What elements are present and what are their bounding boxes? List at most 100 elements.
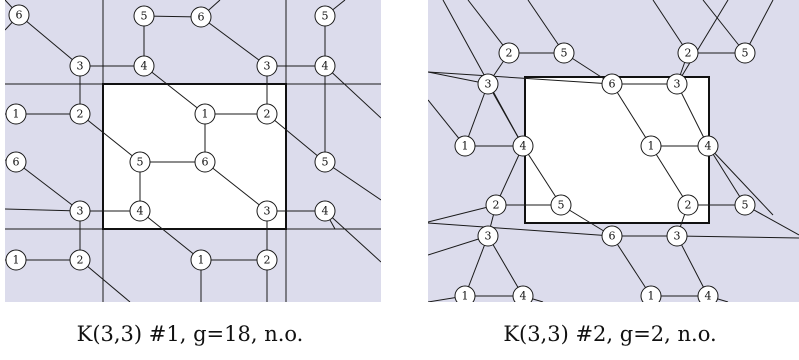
node-label: 3 (485, 230, 492, 243)
caption-left: K(3,3) #1, g=18, n.o. (76, 322, 304, 346)
graph-node: 2 (498, 42, 520, 64)
caption-right: K(3,3) #2, g=2, n.o. (503, 322, 717, 346)
graph-node: 3 (69, 55, 91, 77)
node-label: 2 (493, 199, 500, 212)
node-label: 1 (202, 108, 209, 121)
graph-edge-wrap (324, 210, 381, 263)
graph-node: 6 (190, 6, 212, 28)
graph-node: 2 (677, 42, 699, 64)
node-label: 5 (137, 156, 144, 169)
node-label: 2 (506, 47, 513, 60)
graph-node: 6 (5, 151, 27, 173)
graph-node: 3 (477, 225, 499, 247)
node-label: 1 (13, 254, 20, 267)
graph-node: 4 (314, 200, 336, 222)
graph-node: 3 (69, 200, 91, 222)
node-label: 2 (685, 47, 692, 60)
graph-edge-wrap (324, 65, 381, 119)
graph-nodes: 2 5 2 5 3 6 3 1 4 1 4 2 5 2 5 3 6 3 1 4 1 4 (454, 42, 756, 303)
graph-node: 1 (454, 135, 476, 157)
node-label: 2 (264, 254, 271, 267)
graph-node: 4 (129, 200, 151, 222)
graph-node: 5 (133, 5, 155, 27)
node-label: 4 (322, 205, 329, 218)
graph-edge-wrap (527, 0, 565, 54)
graph-edge (18, 14, 81, 67)
node-label: 6 (609, 230, 616, 243)
graph-edge-wrap (702, 0, 746, 54)
graph-edge-wrap (324, 161, 381, 201)
graph-node: 5 (129, 151, 151, 173)
node-label: 2 (77, 108, 84, 121)
node-label: 5 (742, 47, 749, 60)
graph-edge (79, 113, 141, 163)
graph-edge-wrap (428, 71, 613, 85)
graph-node: 3 (666, 73, 688, 95)
graph-node: 5 (734, 42, 756, 64)
k33-embedding-2: 2 5 2 5 3 6 3 1 4 1 4 2 5 2 5 3 6 3 1 4 1 4 (428, 0, 799, 302)
node-label: 4 (520, 140, 527, 153)
graph-edge (139, 210, 202, 261)
node-label: 3 (264, 205, 271, 218)
graph-edge-wrap (652, 0, 689, 54)
graph-node: 1 (640, 135, 662, 157)
graph-node: 3 (666, 225, 688, 247)
graph-node: 1 (640, 285, 662, 302)
graph-edge-wrap (442, 0, 524, 147)
graph-node: 1 (5, 103, 27, 125)
graph-node: 1 (454, 285, 476, 303)
graph-edge (707, 145, 746, 206)
graph-edge (611, 235, 652, 297)
graph-edge (204, 161, 268, 212)
node-label: 5 (742, 199, 749, 212)
graph-node: 5 (550, 194, 572, 216)
graph-node: 3 (477, 73, 499, 95)
graph-node: 6 (601, 225, 623, 247)
graph-node: 2 (69, 249, 91, 271)
diagram-panel-right: 2 5 2 5 3 6 3 1 4 1 4 2 5 2 5 3 6 3 1 4 1 4 (428, 0, 799, 302)
node-label: 4 (137, 205, 144, 218)
graph-node: 5 (553, 42, 575, 64)
node-label: 5 (558, 199, 565, 212)
node-label: 3 (674, 230, 681, 243)
graph-edge (487, 235, 524, 297)
graph-node: 2 (677, 194, 699, 216)
graph-edge-wrap (676, 235, 799, 239)
node-label: 4 (705, 290, 712, 303)
graph-edge (650, 145, 689, 206)
graph-node: 2 (485, 194, 507, 216)
graph-edge-wrap (428, 222, 613, 237)
node-label: 5 (322, 156, 329, 169)
graph-edge (15, 161, 81, 212)
node-label: 4 (322, 60, 329, 73)
graph-edge (676, 83, 709, 147)
graph-node: 4 (314, 55, 336, 77)
graph-node: 5 (734, 194, 756, 216)
graph-node: 1 (190, 249, 212, 271)
graph-node: 4 (697, 135, 719, 157)
node-label: 2 (77, 254, 84, 267)
graph-edge (464, 83, 489, 147)
node-label: 6 (16, 9, 23, 22)
graph-node: 4 (512, 285, 534, 302)
graph-node: 4 (133, 55, 155, 77)
graph-node: 3 (256, 55, 278, 77)
node-label: 1 (462, 290, 469, 303)
graph-edge (495, 145, 524, 206)
graph-edge (611, 83, 652, 147)
graph-edge-wrap (707, 145, 774, 216)
graph-edge (522, 145, 562, 206)
graph-node: 4 (697, 285, 719, 303)
node-label: 2 (685, 199, 692, 212)
graph-edge (464, 235, 489, 297)
graph-edge (676, 235, 709, 297)
graph-node: 2 (256, 103, 278, 125)
graph-node: 6 (8, 4, 30, 26)
node-label: 6 (202, 156, 209, 169)
graph-edge (200, 16, 268, 67)
node-label: 6 (13, 156, 20, 169)
graph-node: 6 (601, 73, 623, 95)
